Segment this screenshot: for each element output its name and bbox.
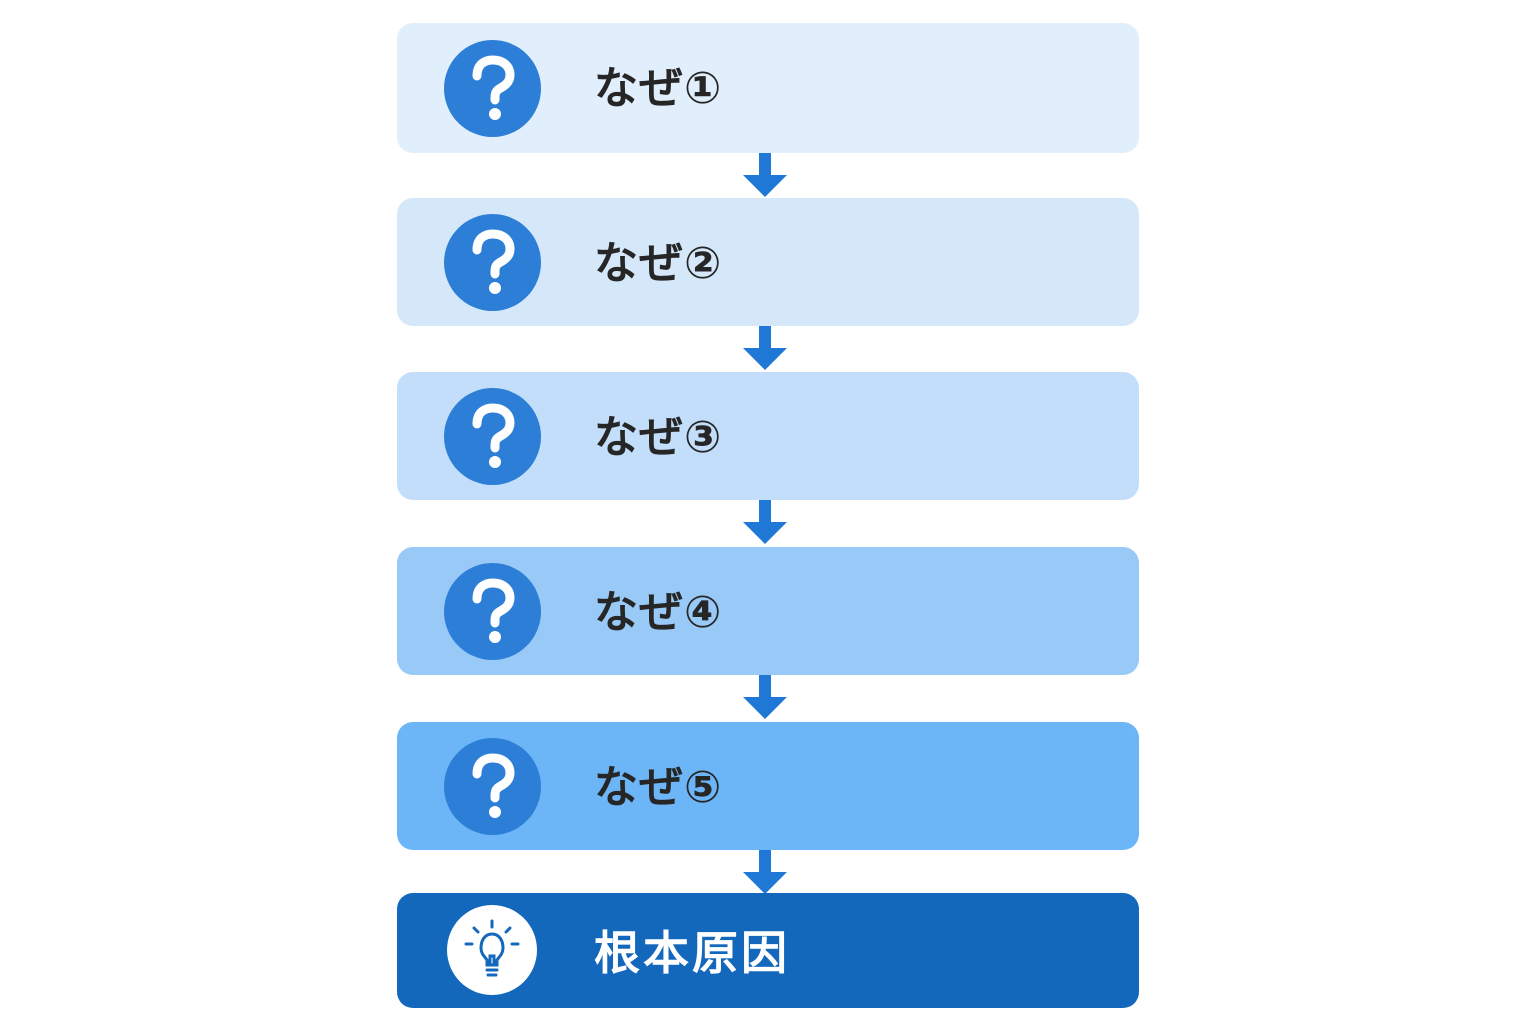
why-step-label: なぜ①: [594, 63, 723, 114]
five-whys-flow: なぜ① なぜ② なぜ③: [397, 0, 1139, 1024]
question-mark-icon: [444, 738, 541, 835]
root-cause-step: 根本原因: [397, 893, 1139, 1008]
root-cause-label: 根本原因: [594, 926, 790, 980]
why-step-2: なぜ②: [397, 198, 1139, 326]
why-step-label: なぜ⑤: [594, 762, 723, 813]
why-step-label: なぜ③: [594, 412, 723, 463]
question-mark-icon: [444, 563, 541, 660]
why-step-label: なぜ④: [594, 587, 723, 638]
why-step-1: なぜ①: [397, 23, 1139, 153]
why-step-label: なぜ②: [594, 238, 723, 289]
lightbulb-icon: [447, 905, 537, 995]
down-arrow-icon: [743, 326, 787, 370]
down-arrow-icon: [743, 500, 787, 544]
down-arrow-icon: [743, 850, 787, 894]
why-step-4: なぜ④: [397, 547, 1139, 675]
why-step-5: なぜ⑤: [397, 722, 1139, 850]
down-arrow-icon: [743, 675, 787, 719]
why-step-3: なぜ③: [397, 372, 1139, 500]
question-mark-icon: [444, 40, 541, 137]
question-mark-icon: [444, 214, 541, 311]
down-arrow-icon: [743, 153, 787, 197]
question-mark-icon: [444, 388, 541, 485]
